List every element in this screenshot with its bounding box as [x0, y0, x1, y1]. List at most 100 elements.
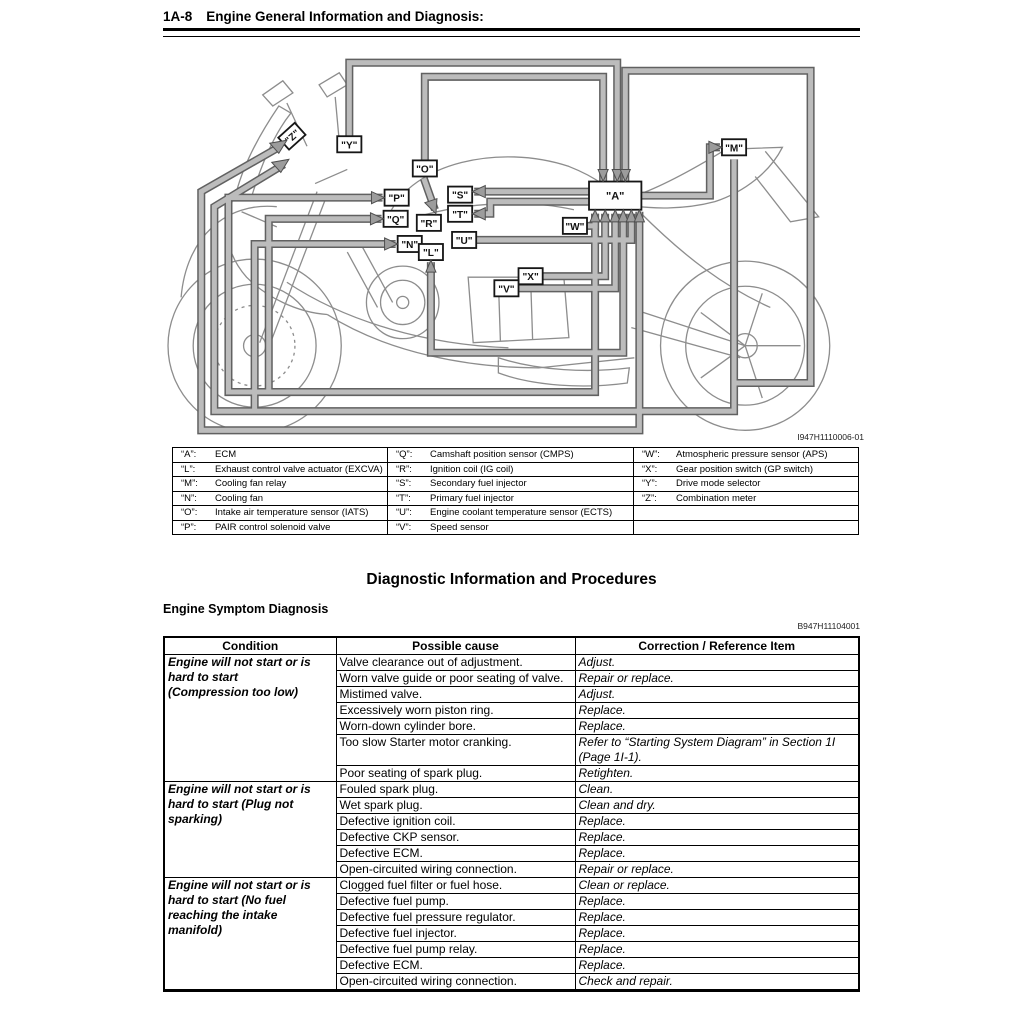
legend-cell: “W”:Atmospheric pressure sensor (APS): [633, 447, 859, 463]
header-rule: [163, 28, 860, 37]
legend-row: “A”:ECM “Q”: Camshaft position sensor (CM…: [172, 447, 859, 463]
svg-text:"S": "S": [452, 191, 468, 202]
legend-cell: “A”:ECM: [172, 447, 388, 463]
callout-box-V: "V": [493, 279, 520, 298]
cause-cell: Defective fuel injector.: [335, 925, 576, 942]
legend-key: “T”:: [396, 492, 411, 504]
table-header-row: Condition Possible cause Correction / Re…: [163, 636, 860, 655]
svg-text:"W": "W": [565, 222, 584, 233]
cause-cell: Defective ignition coil.: [335, 813, 576, 830]
cause-cell: Defective CKP sensor.: [335, 829, 576, 846]
callout-box-R: "R": [415, 213, 442, 232]
symptom-diagnosis-title: Engine Symptom Diagnosis: [163, 602, 329, 616]
legend-desc: Speed sensor: [430, 521, 489, 533]
svg-text:"L": "L": [423, 248, 439, 259]
legend-row: “N”:Cooling fan “T”:Primary fuel injecto…: [172, 490, 859, 506]
svg-text:"O": "O": [416, 164, 434, 175]
col-header-possible-cause: Possible cause: [335, 636, 576, 655]
section-code: 1A-8: [163, 9, 193, 24]
legend-key: “Z”:: [642, 492, 657, 504]
correction-cell: Clean or replace.: [574, 877, 860, 894]
svg-text:"V": "V": [498, 284, 514, 295]
correction-cell: Check and repair.: [574, 973, 860, 991]
callout-box-M: "M": [721, 138, 748, 157]
cause-cell: Defective fuel pump.: [335, 893, 576, 910]
table-row: Defective ECM.Replace.: [164, 957, 860, 974]
table-row: Poor seating of spark plug.Retighten.: [164, 765, 860, 782]
cause-cell: Clogged fuel filter or fuel hose.: [335, 877, 576, 894]
callout-box-A: "A": [588, 180, 643, 211]
doc-code: B947H11104001: [797, 621, 860, 631]
correction-cell: Retighten.: [574, 765, 860, 782]
cause-cell: Defective ECM.: [335, 957, 576, 974]
legend-cell: “O”:Intake air temperature sensor (IATS): [172, 505, 388, 521]
legend-desc: Gear position switch (GP switch): [676, 463, 814, 475]
cause-cell: Open-circuited wiring connection.: [335, 861, 576, 878]
svg-text:"Q": "Q": [387, 215, 405, 226]
correction-cell: Replace.: [574, 925, 860, 942]
svg-text:"Y": "Y": [341, 140, 357, 151]
legend-row: “O”:Intake air temperature sensor (IATS)…: [172, 505, 859, 521]
cause-cell: Fouled spark plug.: [335, 781, 576, 798]
cause-cell: Defective ECM.: [335, 845, 576, 862]
svg-text:"U": "U": [456, 236, 473, 247]
cause-cell: Worn-down cylinder bore.: [335, 718, 576, 735]
callout-box-S: "S": [447, 185, 474, 204]
legend-key: “R”:: [396, 463, 412, 475]
figure-code: I947H1110006-01: [797, 432, 864, 442]
legend-desc: Combination meter: [676, 492, 757, 504]
svg-text:"X": "X": [522, 272, 538, 283]
cause-cell: Defective fuel pump relay.: [335, 941, 576, 958]
table-row: Open-circuited wiring connection.Check a…: [164, 973, 860, 991]
correction-cell: Repair or replace.: [574, 861, 860, 878]
legend-cell: “L”:Exhaust control valve actuator (EXCV…: [172, 461, 388, 477]
page-title: Engine General Information and Diagnosis…: [206, 9, 484, 24]
callout-box-L: "L": [417, 243, 444, 261]
legend-key: “M”:: [181, 478, 198, 490]
cause-cell: Defective fuel pressure regulator.: [335, 909, 576, 926]
svg-text:"A": "A": [606, 191, 624, 203]
legend-key: “V”:: [396, 521, 412, 533]
table-row: Open-circuited wiring connection.Repair …: [164, 861, 860, 878]
sensor-location-diagram: "A" "Z" "Y" "O" "P" "S" "Q" "R": [166, 50, 866, 444]
legend-cell: “U”: Engine coolant temperature sensor (E…: [387, 505, 634, 521]
legend-desc: Ignition coil (IG coil): [430, 463, 514, 475]
legend-cell: “Z”: Combination meter: [633, 490, 859, 506]
cause-cell: Wet spark plug.: [335, 797, 576, 814]
legend-row: “P”:PAIR control solenoid valve “V”:Spee…: [172, 519, 859, 535]
legend-key: “U”:: [396, 507, 412, 519]
correction-cell: Replace.: [574, 941, 860, 958]
correction-cell: Clean and dry.: [574, 797, 860, 814]
table-row: Defective ignition coil.Replace.: [164, 813, 860, 830]
legend-key: “Y”:: [642, 478, 658, 490]
legend-desc: Camshaft position sensor (CMPS): [430, 449, 574, 461]
table-row: Engine will not start or is hard to star…: [163, 781, 860, 878]
legend-desc: Engine coolant temperature sensor (ECTS): [430, 507, 613, 519]
legend-desc: PAIR control solenoid valve: [215, 521, 331, 533]
diagnosis-table: Condition Possible cause Correction / Re…: [163, 636, 860, 992]
motorcycle-diagram: "A" "Z" "Y" "O" "P" "S" "Q" "R": [167, 50, 831, 444]
callout-box-W: "W": [561, 216, 588, 235]
legend-cell: [633, 505, 859, 521]
col-header-correction: Correction / Reference Item: [574, 636, 860, 655]
condition-cell: Engine will not start or is hard to star…: [163, 877, 337, 991]
legend-desc: Exhaust control valve actuator (EXCVA): [215, 463, 383, 475]
table-row: Defective fuel pressure regulator.Replac…: [164, 909, 860, 926]
legend-key: “Q”:: [396, 449, 413, 461]
procedures-section-title: Diagnostic Information and Procedures: [366, 571, 657, 588]
cause-cell: Too slow Starter motor cranking.: [335, 734, 576, 766]
legend-desc: Intake air temperature sensor (IATS): [215, 507, 369, 519]
correction-cell: Replace.: [574, 957, 860, 974]
svg-text:"N": "N": [401, 240, 418, 251]
callout-box-O: "O": [411, 159, 438, 178]
legend-cell: “Q”: Camshaft position sensor (CMPS): [387, 447, 634, 463]
table-row: Defective fuel injector.Replace.: [164, 925, 860, 942]
callout-box-Q: "Q": [382, 209, 409, 228]
legend-cell: “M”:Cooling fan relay: [172, 476, 388, 492]
legend-cell: [633, 519, 859, 535]
condition-cell: Engine will not start or is hard to star…: [163, 654, 337, 782]
svg-text:"M": "M": [725, 143, 743, 154]
legend-table: “A”:ECM “Q”: Camshaft position sensor (CM…: [172, 447, 859, 535]
correction-cell: Adjust.: [574, 654, 860, 671]
legend-desc: Drive mode selector: [676, 478, 761, 490]
